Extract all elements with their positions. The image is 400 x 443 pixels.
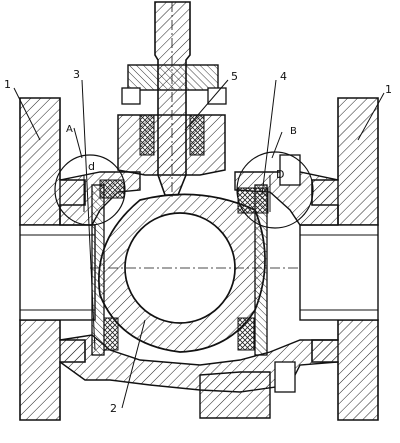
- packing-left: [139, 114, 155, 156]
- bottom-cap: [199, 371, 271, 419]
- leader-2: [121, 319, 146, 409]
- right-seat: [254, 184, 268, 356]
- leader-5: [184, 79, 229, 131]
- bolt-right-head: [207, 87, 227, 105]
- right-seat-inner: [237, 317, 255, 351]
- label-ball: 2: [110, 402, 117, 415]
- detail-circle-a: [54, 154, 126, 226]
- right-flange-lower: [311, 319, 379, 421]
- detail-circle-b: [236, 151, 314, 229]
- packing-right: [189, 114, 205, 156]
- label-body-left: 1: [4, 78, 11, 91]
- bolt-left-head: [121, 87, 141, 105]
- label-seat: 3: [73, 68, 80, 81]
- left-seat-inner: [103, 317, 119, 351]
- label-detail-a: A: [66, 124, 73, 135]
- leader-1-right: [357, 92, 385, 141]
- right-bore: [299, 224, 379, 321]
- label-stem: 5: [231, 70, 238, 83]
- leader-a: [73, 127, 83, 159]
- label-seal: 4: [280, 70, 287, 83]
- left-bore: [19, 224, 96, 321]
- right-seat-upper: [237, 187, 269, 214]
- left-seat: [91, 184, 105, 356]
- label-dim-D: D: [276, 168, 284, 181]
- leader-3: [81, 79, 96, 351]
- side-bolt-lower: [274, 361, 296, 393]
- left-seat-upper: [99, 179, 125, 199]
- label-body-right: 1: [385, 83, 392, 96]
- leader-4: [261, 79, 277, 196]
- label-dim-d: d: [88, 160, 95, 173]
- leader-b: [271, 131, 283, 159]
- stem: [154, 1, 191, 196]
- label-detail-b: B: [290, 126, 297, 137]
- leader-1-left: [13, 87, 41, 141]
